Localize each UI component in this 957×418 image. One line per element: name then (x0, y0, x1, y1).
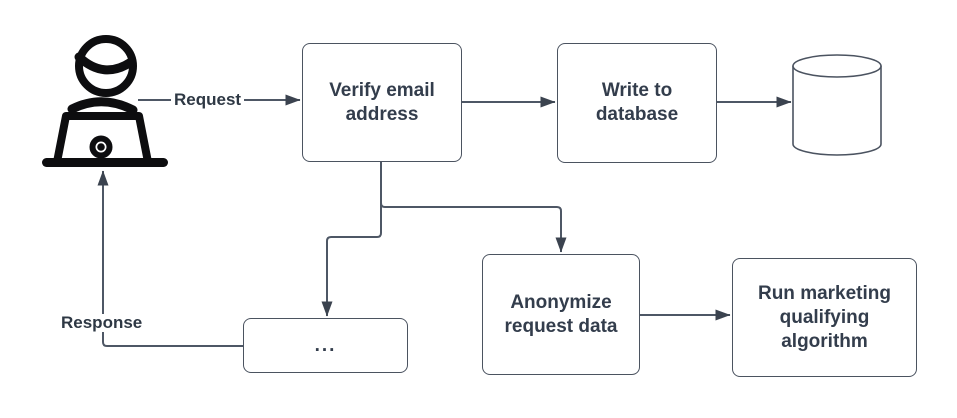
edge-label-response: Response (58, 314, 146, 332)
edge-label-request: Request (171, 91, 245, 109)
node-anonymize-request-data: Anonymize request data (482, 254, 640, 375)
database-cylinder-icon (791, 50, 885, 160)
person-at-laptop-icon (38, 33, 170, 173)
node-label: Run marketing qualifying algorithm (757, 282, 892, 352)
desk-bar (42, 158, 168, 167)
node-label: ... (314, 334, 337, 356)
edge-response (97, 170, 243, 347)
node-write-to-database: Write to database (557, 43, 717, 163)
node-placeholder-ellipsis: ... (243, 318, 408, 373)
database-body (792, 66, 882, 156)
person-face-swoosh (74, 52, 136, 75)
node-label: Anonymize request data (504, 291, 618, 337)
database-top (792, 54, 882, 78)
person-shoulders (67, 97, 138, 115)
node-run-marketing-qualifying-algorithm: Run marketing qualifying algorithm (732, 258, 917, 377)
node-verify-email-address: Verify email address (302, 43, 462, 162)
node-label: Verify email address (329, 79, 435, 125)
edge-verify-to-anonymize (380, 162, 567, 253)
laptop-logo-dot (97, 143, 105, 151)
edge-verify-to-placeholder (321, 162, 382, 317)
node-label: Write to database (595, 80, 679, 125)
